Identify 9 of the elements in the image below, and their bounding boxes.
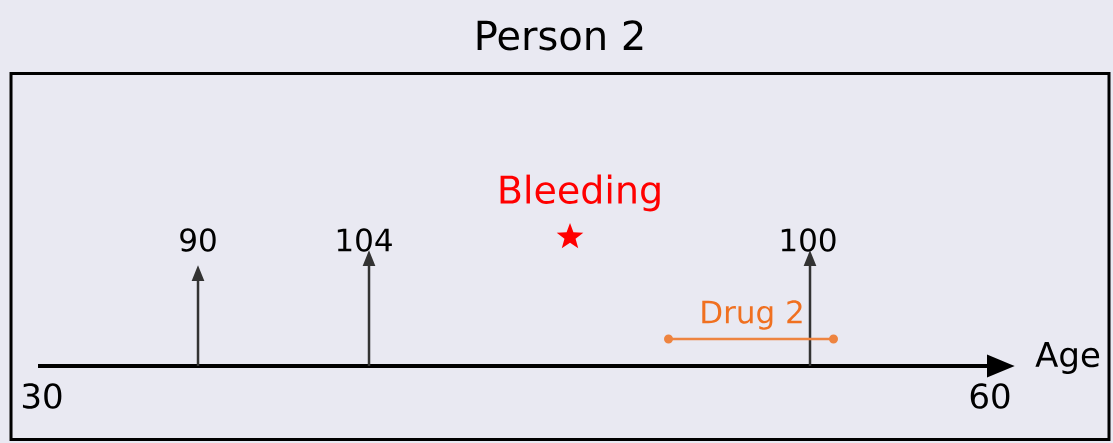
event-label: Bleeding	[500, 174, 660, 212]
node-label: Person 2	[477, 20, 643, 51]
tick-label: 60	[970, 383, 1010, 409]
value-label: 90	[180, 228, 216, 252]
value-label: 100	[781, 228, 836, 252]
value-label: 104	[337, 228, 392, 252]
tick-label: 30	[22, 383, 62, 409]
axis-label: Age	[1035, 342, 1100, 374]
drug-label: Drug 2	[702, 300, 802, 330]
